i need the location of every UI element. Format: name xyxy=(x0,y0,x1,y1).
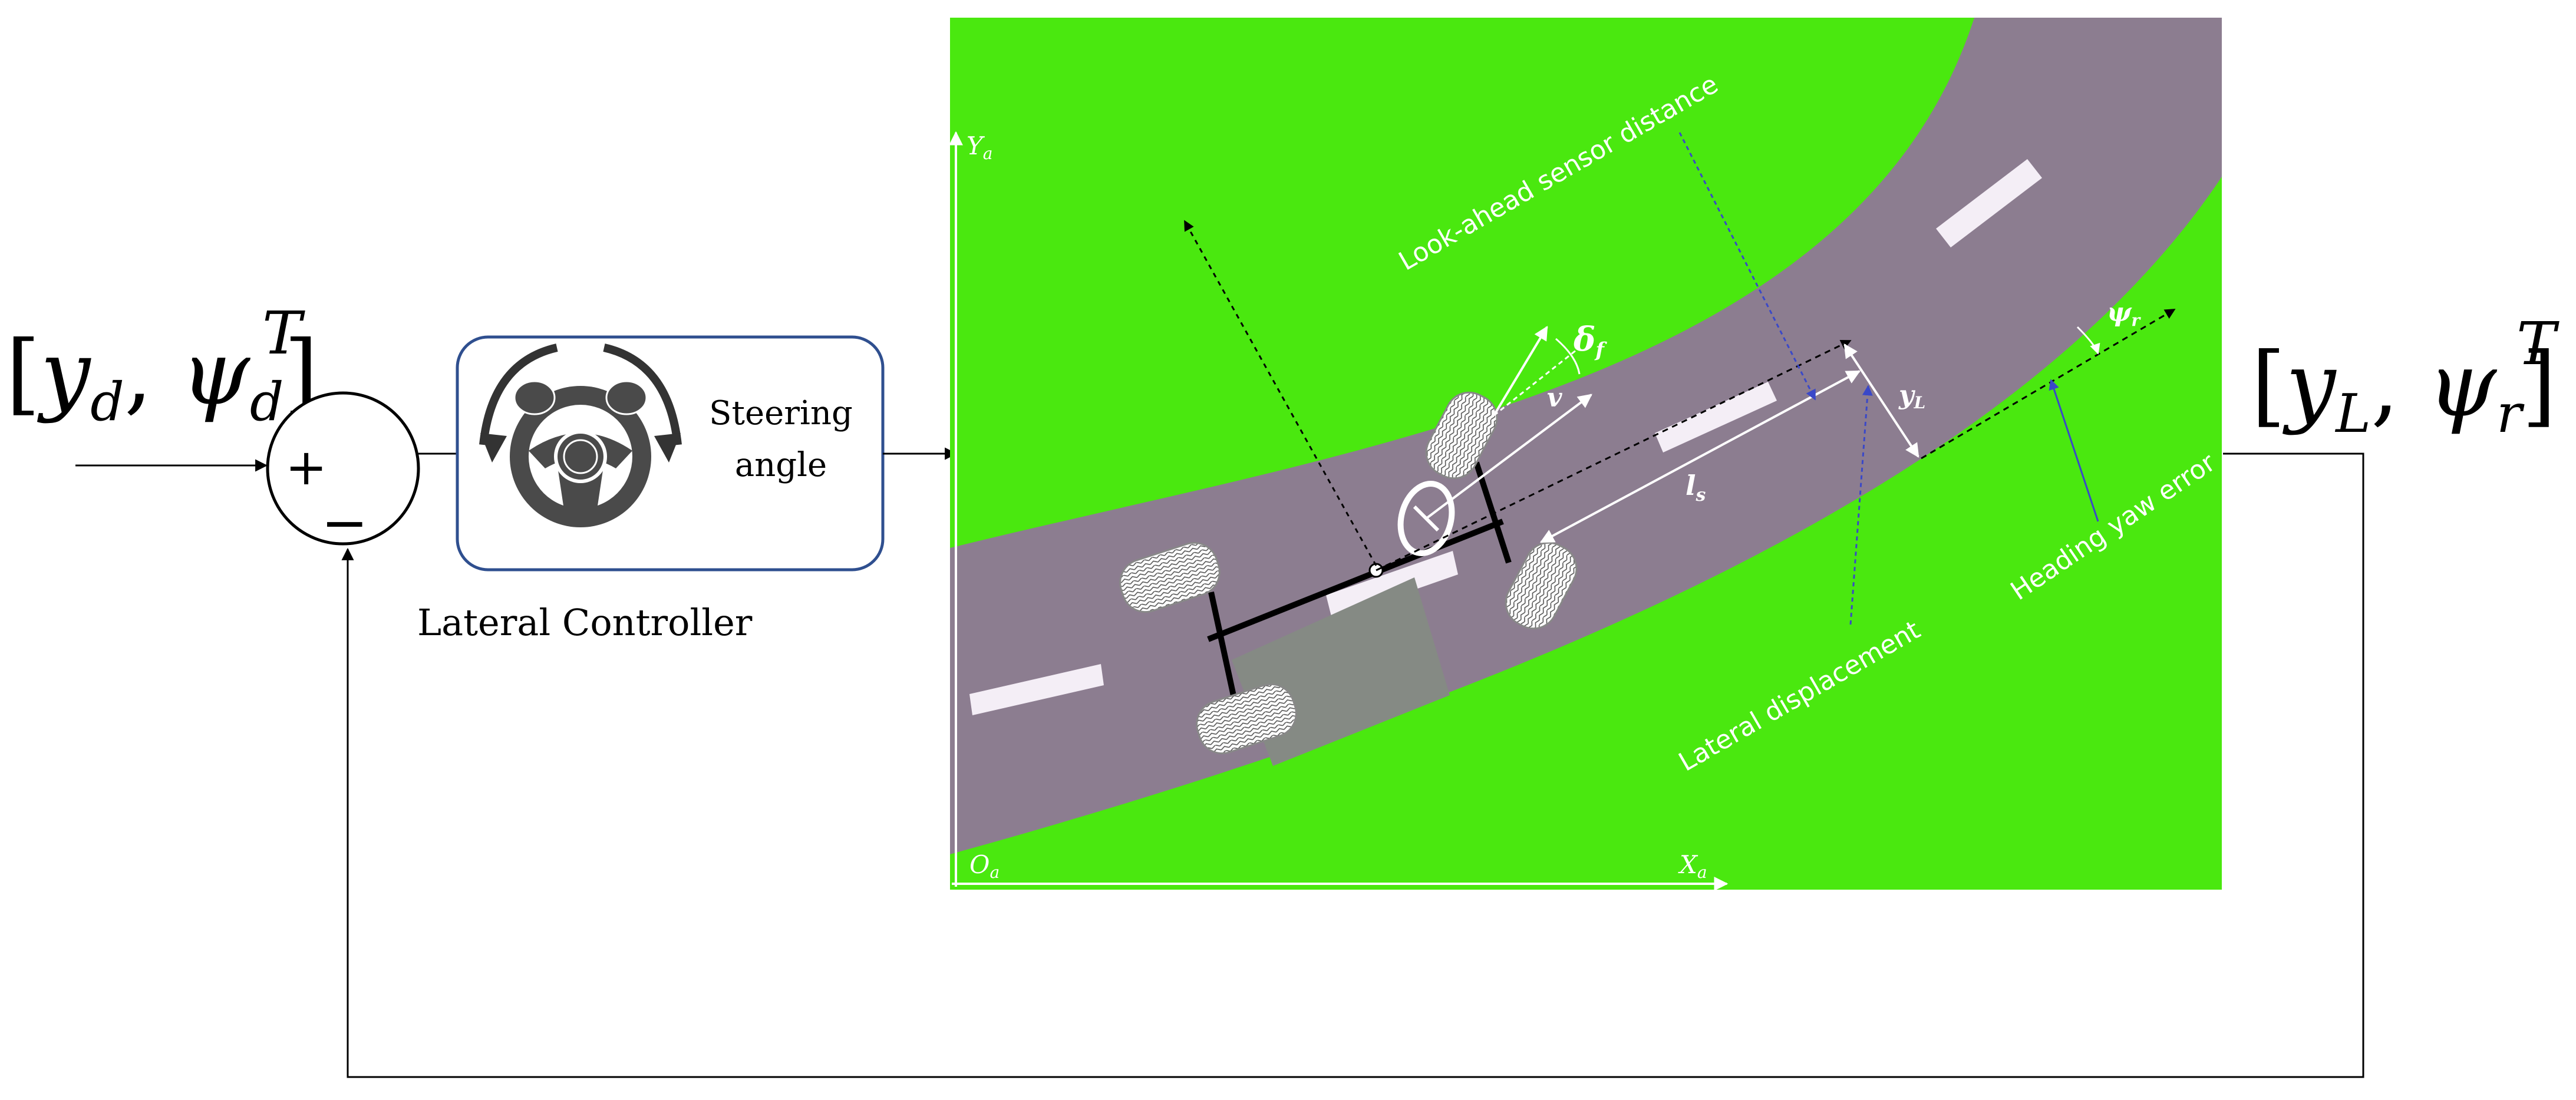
wheel-direction-vector xyxy=(1493,325,1548,417)
lateral-controller-label: Lateral Controller xyxy=(417,601,753,644)
svg-text:[yd, ψd]: [yd, ψd] xyxy=(6,322,318,433)
road-tangent-line xyxy=(1921,308,2176,460)
y-subscript: d xyxy=(90,371,124,433)
rear-axle xyxy=(1208,591,1238,702)
look-ahead-pointer xyxy=(1678,132,1816,401)
chassis-line xyxy=(1207,518,1504,642)
tire-rear-right xyxy=(1196,683,1297,755)
vehicle-steering-wheel xyxy=(1397,481,1455,556)
transpose-superscript: T xyxy=(262,299,305,368)
angle-text: angle xyxy=(735,446,827,484)
heading-error-arc xyxy=(2076,326,2100,355)
comma: , xyxy=(124,322,180,425)
psi-subscript: d xyxy=(250,371,284,433)
vehicle-road-scene: Ya Xa Oa δf v ls yL ψr Look-ahead sensor… xyxy=(949,18,2222,891)
svg-text:[yL, ψr]: [yL, ψr] xyxy=(2251,334,2557,445)
summing-junction: + − xyxy=(266,391,420,556)
steering-text: Steering xyxy=(709,394,853,432)
input-reference-label: [yd, ψd] T xyxy=(6,299,318,433)
lateral-displacement-arrow xyxy=(1843,343,1919,458)
y-symbol: y xyxy=(37,322,92,425)
steering-wheel-icon xyxy=(479,343,682,527)
yl-label: yL xyxy=(1898,380,1925,412)
lateral-displacement-pointer xyxy=(1849,385,1873,625)
tire-front-left xyxy=(1425,391,1498,480)
origin-label: Oa xyxy=(969,850,1000,882)
bracket-open: [ xyxy=(6,322,41,425)
feedback-loop xyxy=(341,452,2364,1078)
front-axle xyxy=(1473,461,1512,564)
x-axis-label: Xa xyxy=(1678,850,1707,882)
lane-marking xyxy=(1326,551,1458,619)
lateral-controller-block: Steering angle xyxy=(456,335,885,572)
wheel-reference-dashed xyxy=(1493,346,1580,417)
psi-r-label: ψr xyxy=(2107,298,2141,330)
lane-marking xyxy=(1936,159,2042,247)
tire-rear-left xyxy=(1119,541,1221,613)
minus-sign: − xyxy=(321,491,368,556)
plus-sign: + xyxy=(285,438,327,497)
y-axis-label: Ya xyxy=(967,131,992,163)
psi-symbol: ψ xyxy=(180,322,250,425)
velocity-label: v xyxy=(1547,383,1562,413)
output-transpose: T xyxy=(2516,309,2559,378)
tire-front-right xyxy=(1505,541,1578,630)
heading-error-pointer xyxy=(2049,379,2099,522)
ls-label: ls xyxy=(1686,470,1706,506)
lane-marking xyxy=(969,664,1104,715)
delta-f-label: δf xyxy=(1573,320,1607,362)
output-label: [yL, ψr] T xyxy=(2251,309,2559,445)
